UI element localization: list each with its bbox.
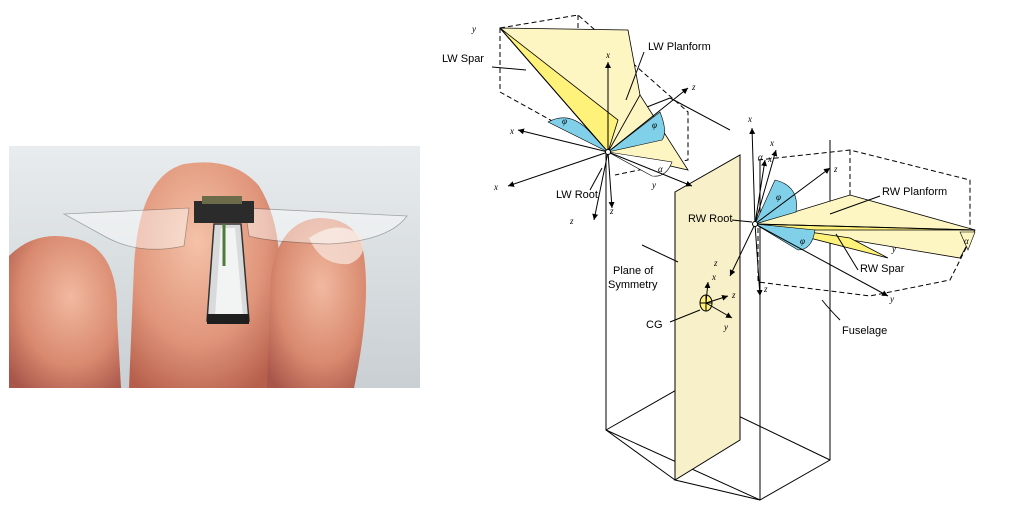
axis-x-rwpu: x: [769, 138, 774, 148]
axis-x-b: x: [711, 272, 716, 282]
fuselage-bottom-edge: [605, 429, 676, 481]
robot-airframe-panel: [215, 228, 243, 316]
fuselage-leader: [821, 299, 841, 321]
lws-phi-wedge: [607, 111, 665, 153]
lw-planform-leader: [625, 51, 645, 101]
angle-phi-lws: φ: [652, 120, 657, 130]
lw-root-label: LW Root: [556, 189, 598, 201]
rw-planform-leader: [829, 195, 881, 215]
lw-spar-label: LW Spar: [442, 53, 484, 65]
axis-z-lwr: z: [691, 82, 696, 92]
axis-x-rws: x: [767, 154, 772, 164]
axis-y-b: y: [723, 322, 728, 332]
rw-planform-label: RW Planform: [882, 186, 947, 198]
fingernail: [309, 227, 364, 265]
axis-y-rwr: y: [889, 294, 894, 304]
cg-leader: [669, 309, 701, 323]
robot-actuator: [202, 196, 242, 204]
axis-z-b: z: [731, 290, 736, 300]
rw-spar-leader: [835, 233, 859, 271]
rw-axes: [729, 127, 889, 297]
left-wing: [62, 207, 190, 250]
angle-phi-rw: φ: [800, 236, 805, 246]
symmetry-leader: [641, 244, 679, 263]
axis-y-rws: y: [891, 244, 896, 254]
rw-root-label: RW Root: [688, 213, 732, 225]
axis-x-rwr: x: [747, 114, 752, 124]
axis-z-lwpu: z: [569, 216, 574, 226]
lw-phi-wedge: [547, 117, 609, 153]
axis-x-lwpu: x: [509, 126, 514, 136]
left-finger: [9, 236, 121, 388]
axis-y-lwr: y: [651, 180, 656, 190]
angle-phi-lw: φ: [562, 116, 567, 126]
lw-root-leader: [589, 167, 603, 191]
rw-phi-wedge: [754, 223, 816, 251]
flapping-wing-schematic: LW Spar LW Planform LW Root RW Root RW P…: [442, 14, 976, 501]
axis-x-lws: x: [493, 182, 498, 192]
axis-z-rws: z: [763, 284, 768, 294]
angle-alpha-right: α: [964, 236, 969, 246]
angle-phi-rws: φ: [776, 192, 781, 202]
rw-spar-line: [754, 223, 976, 231]
fuselage-bottom-front: [674, 479, 761, 501]
lw-spar-leader: [491, 66, 527, 71]
axis-x-lwr: x: [605, 50, 610, 60]
robot-thorax: [194, 201, 254, 223]
fuselage-label: Fuselage: [842, 325, 887, 337]
lw-axes: [507, 62, 693, 221]
symmetry-label-2: Symmetry: [608, 279, 658, 291]
rw-root-leader: [731, 219, 753, 223]
axis-z-rwr: z: [833, 164, 838, 174]
robot-base: [207, 314, 249, 324]
angle-alpha-left: α: [658, 164, 663, 174]
rws-phi-wedge: [754, 179, 797, 225]
symmetry-label-1: Plane of: [613, 265, 654, 277]
insect-robot-photo: [9, 146, 420, 388]
axis-z-lws: z: [609, 206, 614, 216]
cg-label: CG: [646, 319, 663, 331]
rw-alpha-wedge: [959, 231, 976, 251]
axis-y-lws: y: [471, 24, 476, 34]
rw-spar-label: RW Spar: [860, 263, 905, 275]
angle-alpha-mid: α: [758, 152, 763, 162]
right-wing: [244, 207, 408, 245]
axis-z-rwpu: z: [713, 258, 718, 268]
lw-planform-label: LW Planform: [648, 41, 711, 53]
lw-spar-line: [499, 27, 609, 153]
cg-axes: [699, 281, 733, 319]
